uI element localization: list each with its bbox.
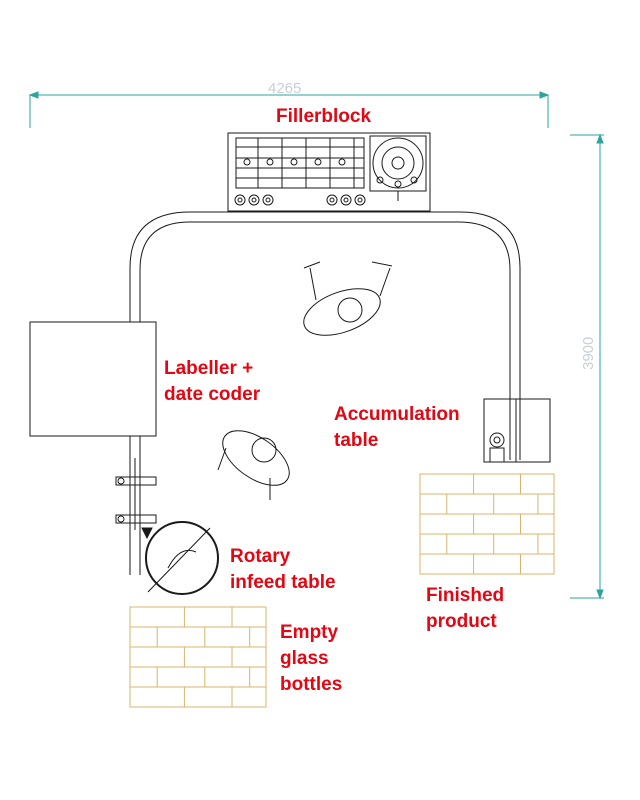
bottle-pallet-icon — [419, 473, 555, 575]
rotary-label: Rotary infeed table — [230, 546, 336, 593]
width-dimension: 4265 — [268, 80, 302, 97]
width-dimension-line — [28, 91, 550, 128]
height-dimension-line — [570, 133, 604, 600]
pallet-outline — [129, 606, 267, 708]
finished-label: Finished product — [426, 585, 505, 632]
labeller-machine — [29, 321, 157, 524]
height-dimension: 3900 — [580, 336, 597, 370]
accumulation-table — [483, 398, 551, 463]
fillerblock-label: Fillerblock — [276, 106, 372, 127]
labeller-label: Labeller + date coder — [164, 358, 261, 405]
accumulation-label: Accumulation table — [334, 404, 460, 451]
operator-figure-icon — [217, 430, 290, 500]
empty-label: Empty glass bottles — [280, 622, 343, 695]
operator-figure-icon — [303, 261, 393, 336]
fillerblock-machine — [227, 132, 431, 212]
rotary-table-icon — [141, 521, 219, 595]
bottle-pallet-icon — [129, 606, 267, 708]
pallet-outline — [419, 473, 555, 575]
